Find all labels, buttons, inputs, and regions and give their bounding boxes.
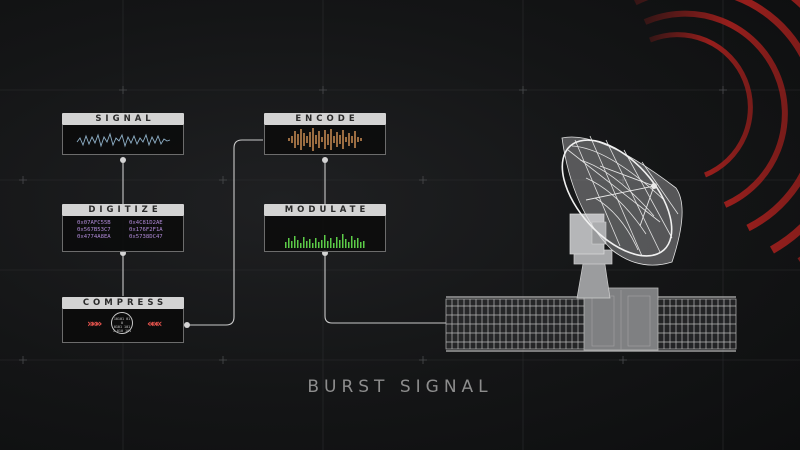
hex-code: 0x4774A8EA: [77, 234, 111, 240]
node-label: DIGITIZE: [62, 204, 184, 216]
node-encode: ENCODE: [264, 113, 386, 155]
hex-code: 0x567B53C7: [77, 227, 111, 233]
connector-dot-icon: [322, 157, 328, 163]
hex-code-list: 0x07AFC55B 0x4C81D2AE 0x567B53C7 0x176F2…: [77, 220, 179, 241]
signal-waveform: [76, 132, 171, 148]
edge-compress-encode: [187, 139, 263, 326]
encode-waveform: [288, 128, 362, 151]
compress-circle-icon: 10101 01 0 0101 101 1 010 101: [111, 312, 133, 334]
edge-modulate-antenna: [324, 253, 446, 324]
node-compress: COMPRESS »»» 10101 01 0 0101 101 1 010 1…: [62, 297, 184, 343]
hex-code: 0x176F2F1A: [129, 227, 163, 233]
connector-dot-icon: [184, 322, 190, 328]
chevrons-left-icon: «««: [147, 317, 162, 330]
node-label: MODULATE: [264, 204, 386, 216]
node-modulate: MODULATE: [264, 204, 386, 252]
node-digitize: DIGITIZE 0x07AFC55B 0x4C81D2AE 0x567B53C…: [62, 204, 184, 252]
connector-dot-icon: [120, 157, 126, 163]
binary-line: 0101 101: [113, 325, 131, 329]
chevrons-right-icon: »»»: [87, 317, 102, 330]
node-body: [264, 125, 386, 155]
node-signal: SIGNAL: [62, 113, 184, 155]
diagram-title: BURST SIGNAL: [307, 377, 493, 397]
hex-code: 0x07AFC55B: [77, 220, 111, 226]
binary-line: 10101 01 0: [113, 317, 131, 325]
node-label: COMPRESS: [62, 297, 184, 309]
hex-code: 0x4C81D2AE: [129, 220, 163, 226]
node-body: [264, 216, 386, 252]
node-body: »»» 10101 01 0 0101 101 1 010 101 «««: [62, 309, 184, 343]
node-body: 0x07AFC55B 0x4C81D2AE 0x567B53C7 0x176F2…: [62, 216, 184, 252]
node-label: SIGNAL: [62, 113, 184, 125]
binary-line: 1 010 101: [112, 329, 132, 333]
node-label: ENCODE: [264, 113, 386, 125]
hex-code: 0x5738DC47: [129, 234, 163, 240]
modulate-spectrum: [285, 234, 365, 248]
node-body: [62, 125, 184, 155]
